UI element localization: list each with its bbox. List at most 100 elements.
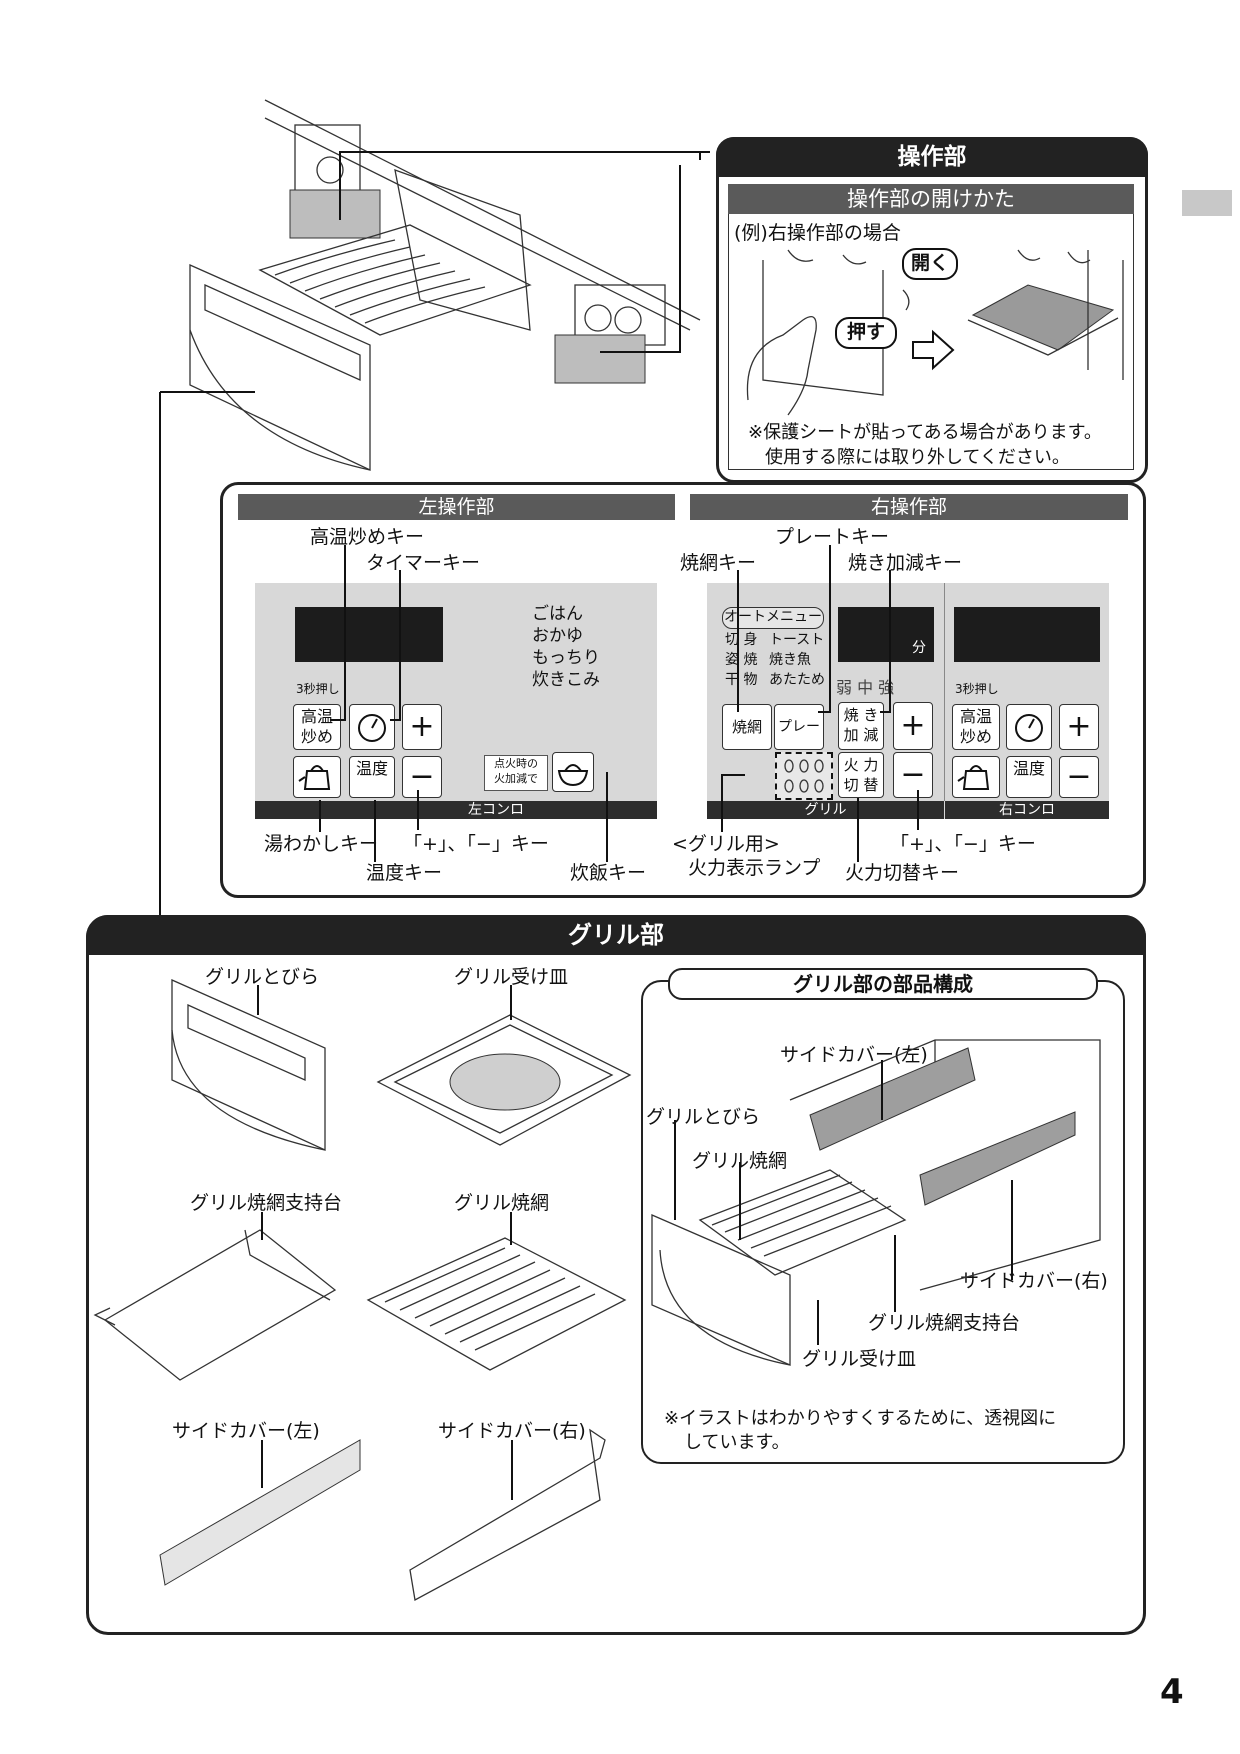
rice-mode-list: ごはん おかゆ もっちり 炊きこみ xyxy=(532,603,600,691)
adjust-key-callout: 焼き加減キー xyxy=(848,552,963,574)
left-burner-strip: 左コンロ xyxy=(255,801,657,819)
right-timer-key[interactable] xyxy=(1006,704,1052,750)
left-3sec-hint: 3秒押し xyxy=(296,682,340,696)
auto-menu-badge: オートメニュー xyxy=(722,607,824,629)
assembly-note-2: しています。 xyxy=(684,1432,790,1453)
grill-net-stand-drawing xyxy=(93,1212,337,1381)
grill-fire-lamps xyxy=(775,752,833,800)
operation-title: 操作部 xyxy=(716,137,1148,177)
left-plus-key[interactable]: + xyxy=(402,704,442,750)
cooktop-illustration xyxy=(159,99,710,915)
rice-mode-1: おかゆ xyxy=(532,626,583,646)
grill-adjust-key[interactable]: 焼 き 加 減 xyxy=(838,702,884,750)
grill-net-key-callout: 焼網キー xyxy=(680,552,757,574)
right-plus-key[interactable]: + xyxy=(1059,704,1099,750)
right-panel-title: 右操作部 xyxy=(690,494,1128,520)
right-plus-minus-callout: 「+」、「−」キー xyxy=(890,833,1036,855)
left-high-temp-line1: 高温 xyxy=(300,707,333,726)
right-minus-key[interactable]: − xyxy=(1059,756,1099,798)
fire-lamp-icons xyxy=(784,759,824,793)
menu-item-4: 干 物 xyxy=(725,672,758,688)
right-panel-divider xyxy=(944,583,945,801)
right-display xyxy=(954,607,1100,662)
grill-display xyxy=(838,607,934,662)
push-label: 押す xyxy=(846,321,885,343)
assembly-note-1: ※イラストはわかりやすくするために、透視図に xyxy=(664,1408,1057,1429)
grill-strip: グリル xyxy=(707,801,944,819)
right-kettle-icon xyxy=(957,765,990,790)
plate-key-callout: プレートキー xyxy=(775,526,890,548)
grill-plus-key[interactable]: + xyxy=(893,702,933,750)
left-high-temp-key[interactable]: 高温 炒め xyxy=(293,704,341,750)
grill-door-drawing xyxy=(171,978,326,1152)
how-to-open-title: 操作部の開けかた xyxy=(728,184,1134,214)
grill-pan-drawing xyxy=(376,985,632,1146)
grill-minus-key[interactable]: − xyxy=(893,752,933,798)
panel-leader-lines xyxy=(319,545,919,862)
ignite-hint-line2: 火加減で xyxy=(494,772,538,785)
right-kettle-key[interactable] xyxy=(952,756,1000,798)
grill-net-key[interactable]: 焼網 xyxy=(722,704,772,750)
assembly-side-right: サイドカバー(右) xyxy=(960,1270,1108,1292)
right-timer-icon xyxy=(1015,714,1043,742)
side-right-drawing xyxy=(409,1428,606,1602)
part-net-label: グリル焼網 xyxy=(454,1192,550,1214)
left-minus-key[interactable]: − xyxy=(402,756,442,798)
rice-mode-3: 炊きこみ xyxy=(532,670,600,690)
fire-switch-key[interactable]: 火 力 切 替 xyxy=(838,752,884,798)
rice-mode-0: ごはん xyxy=(532,604,583,624)
left-high-temp-line2: 炒め xyxy=(300,727,333,746)
timer-key-callout: タイマーキー xyxy=(366,552,481,574)
temp-key[interactable]: 温度 xyxy=(349,756,395,798)
right-temp-key[interactable]: 温度 xyxy=(1006,756,1052,798)
grill-net-drawing xyxy=(366,1212,627,1371)
menu-item-5: あたため xyxy=(769,672,825,688)
rice-mode-2: もっちり xyxy=(532,648,600,668)
part-pan-label: グリル受け皿 xyxy=(454,966,569,988)
minutes-unit: 分 xyxy=(912,640,926,656)
heat-levels: 弱 中 強 xyxy=(836,678,895,697)
protect-sheet-note-2: 使用する際には取り外してください。 xyxy=(765,447,1070,468)
menu-item-1: トースト xyxy=(769,632,825,648)
auto-menu-items: 切 身 トースト 姿 焼 焼き魚 干 物 あたため xyxy=(725,630,825,690)
fire-line2: 切 替 xyxy=(843,776,879,794)
assembly-pan: グリル受け皿 xyxy=(802,1348,917,1370)
example-label: (例)右操作部の場合 xyxy=(734,222,901,244)
menu-item-0: 切 身 xyxy=(725,632,758,648)
section-tab xyxy=(1182,190,1232,216)
push-badge: 押す xyxy=(835,317,897,349)
fire-switch-callout: 火力切替キー xyxy=(845,862,960,884)
right-high-temp-line1: 高温 xyxy=(959,707,992,726)
high-temp-key-callout: 高温炒めキー xyxy=(310,526,425,548)
adjust-line2: 加 減 xyxy=(843,726,879,744)
grill-lamp-callout-2: 火力表示ランプ xyxy=(688,857,821,879)
right-3sec-hint: 3秒押し xyxy=(955,682,999,696)
kettle-icon xyxy=(298,765,331,790)
timer-icon xyxy=(358,714,386,742)
right-high-temp-key[interactable]: 高温 炒め xyxy=(952,704,1000,750)
assembly-net-stand: グリル焼網支持台 xyxy=(868,1312,1021,1334)
menu-item-2: 姿 焼 xyxy=(725,652,758,668)
fire-line1: 火 力 xyxy=(843,756,879,774)
part-side-left-label: サイドカバー(左) xyxy=(172,1420,320,1442)
kettle-key[interactable] xyxy=(293,756,341,798)
left-plus-minus-callout: 「+」、「−」キー xyxy=(403,833,549,855)
right-high-temp-line2: 炒め xyxy=(959,727,992,746)
plate-key[interactable]: プレート xyxy=(774,704,824,779)
rice-bowl-icon xyxy=(557,764,589,787)
grill-lamp-callout-1: <グリル用> xyxy=(672,833,780,855)
rice-key-callout: 炊飯キー xyxy=(570,862,647,884)
rice-key[interactable] xyxy=(552,752,594,792)
page-number: 4 xyxy=(1160,1672,1184,1712)
assembly-net: グリル焼網 xyxy=(692,1150,788,1172)
ignite-hint: 点火時の 火加減で xyxy=(484,755,548,791)
protect-sheet-note-1: ※保護シートが貼ってある場合があります。 xyxy=(748,422,1102,443)
menu-item-3: 焼き魚 xyxy=(769,652,811,668)
timer-key[interactable] xyxy=(349,704,395,750)
side-left-drawing xyxy=(159,1439,361,1586)
part-side-right-label: サイドカバー(右) xyxy=(438,1420,586,1442)
left-burner-label: 左コンロ xyxy=(468,802,524,818)
left-display xyxy=(295,607,443,662)
